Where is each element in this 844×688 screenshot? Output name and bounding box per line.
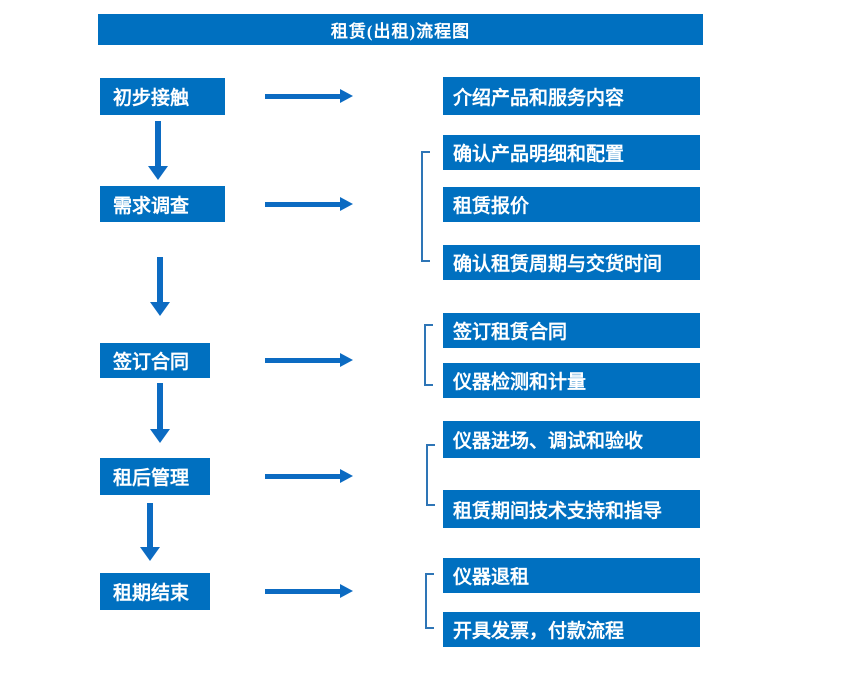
stage-lease-end: 租期结束: [100, 573, 210, 610]
right-arrow-1-head: [340, 89, 353, 103]
bracket-demand-survey-group: [421, 151, 430, 262]
right-arrow-5-head: [340, 584, 353, 598]
detail-confirm-product-config: 确认产品明细和配置: [443, 135, 700, 170]
right-arrow-4-head: [340, 469, 353, 483]
down-arrow-1-head: [148, 166, 168, 180]
stage-demand-survey: 需求调查: [100, 186, 225, 222]
detail-instrument-setup-acceptance: 仪器进场、调试和验收: [443, 421, 700, 458]
detail-sign-rental-contract: 签订租赁合同: [443, 313, 700, 348]
detail-invoice-payment: 开具发票，付款流程: [443, 612, 700, 647]
down-arrow-1-stem: [155, 121, 161, 166]
detail-introduce-products: 介绍产品和服务内容: [443, 77, 700, 115]
right-arrow-3-stem: [265, 358, 340, 363]
right-arrow-3-head: [340, 353, 353, 367]
right-arrow-4-stem: [265, 474, 340, 479]
title-bar: 租赁(出租)流程图: [98, 14, 703, 45]
detail-tech-support: 租赁期间技术支持和指导: [443, 490, 700, 528]
right-arrow-5-stem: [265, 589, 340, 594]
bracket-sign-contract-group: [424, 324, 433, 386]
down-arrow-4-stem: [147, 503, 153, 547]
stage-post-rental-management: 租后管理: [100, 458, 210, 495]
flowchart-title: 租赁(出租)流程图: [330, 22, 471, 41]
down-arrow-2-stem: [157, 257, 163, 302]
down-arrow-3-stem: [157, 383, 163, 429]
detail-instrument-inspection: 仪器检测和计量: [443, 363, 700, 398]
detail-instrument-return: 仪器退租: [443, 558, 700, 593]
down-arrow-2-head: [150, 302, 170, 316]
right-arrow-1-stem: [265, 94, 340, 99]
detail-rental-quote: 租赁报价: [443, 187, 700, 222]
stage-sign-contract: 签订合同: [100, 343, 210, 378]
right-arrow-2-head: [340, 197, 353, 211]
bracket-lease-end-group: [425, 573, 434, 629]
stage-initial-contact: 初步接触: [100, 78, 225, 115]
detail-confirm-period-delivery: 确认租赁周期与交货时间: [443, 245, 700, 280]
down-arrow-3-head: [150, 429, 170, 443]
bracket-post-rental-group: [426, 444, 435, 506]
down-arrow-4-head: [140, 547, 160, 561]
right-arrow-2-stem: [265, 202, 340, 207]
